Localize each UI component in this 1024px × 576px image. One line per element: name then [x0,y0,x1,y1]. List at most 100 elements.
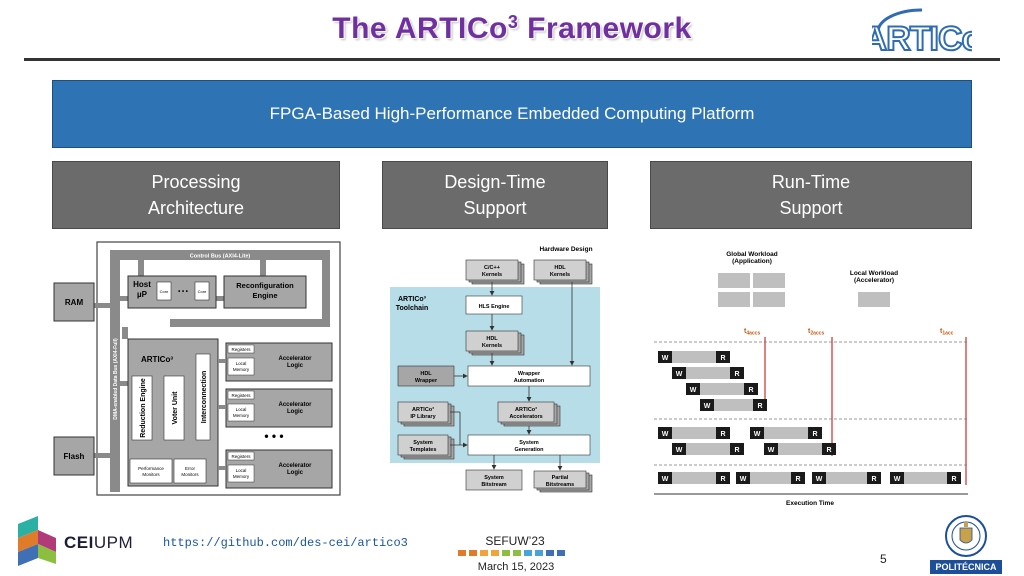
compute-bar [686,443,730,455]
bus-link [322,260,330,320]
read-box [791,472,805,484]
local-memory-label: Memory [233,413,250,418]
conference-name: SEFUW’23 [485,534,545,548]
hdl-kernels-block [465,330,519,352]
read-box [716,351,730,363]
schedule-row: W R W R W R W R [658,472,961,484]
time-marker-label: t2accs [808,328,824,337]
pillar-label: Support [779,198,843,218]
voter-unit-block [163,375,185,441]
core-ellipsis: • • • [178,289,188,295]
local-memory-label: Local [236,407,247,412]
workload-item [718,273,750,288]
local-memory-block [227,357,255,376]
error-monitors-block [173,458,207,484]
accelerators-block [497,401,555,423]
core-label: Core [160,289,169,294]
bus-link [92,453,110,458]
compute-bar [714,399,758,411]
registers-label: Registers [231,454,251,459]
schedule-row: W R [700,399,767,411]
write-label: W [740,476,747,483]
slot-ellipsis: • • • [264,429,283,443]
local-memory-label: Local [236,361,247,366]
time-marker-4accs: t4accs [744,328,766,407]
bus-link [216,296,224,301]
color-square [524,550,532,556]
local-memory-block [227,403,255,422]
time-marker-label: t1acc [940,328,954,337]
read-box [730,443,744,455]
pillar-label: Run-Time [771,172,851,192]
write-label: W [662,476,669,483]
system-generation-block [467,434,591,456]
conference-color-squares [458,550,565,556]
color-square [458,550,466,556]
hls-engine-block [465,295,523,315]
cpp-kernels-label: Kernels [482,272,502,278]
reduction-engine-label: Reduction Engine [140,378,147,438]
error-monitors-label: Error [185,466,196,471]
hdl-kernels-block [533,259,587,281]
compute-bar [672,427,716,439]
write-box [750,427,764,439]
write-box [700,399,714,411]
write-label: W [662,355,669,362]
accelerator-logic-label: Accelerator [278,356,312,362]
slot-link [218,466,226,470]
hdl-kernels-label: HDL [486,336,498,342]
accelerator-logic-label: Logic [287,363,304,369]
read-label: R [720,431,725,438]
artico3-label: ARTICo³ [141,355,173,364]
read-label: R [720,355,725,362]
write-label: W [754,431,761,438]
processing-architecture-diagram: Control Bus (AXI4-Lite) DMA-enabled Data… [53,241,341,496]
compute-bar [764,427,808,439]
compute-bar [686,367,730,379]
pillar-design-time-support: Design-Time Support [382,161,608,229]
accelerator-logic-label: Logic [287,470,304,476]
schedule-row: W R W R [658,427,822,439]
color-square [480,550,488,556]
read-label: R [720,476,725,483]
accelerators-label: ARTICo³ [515,406,537,413]
system-templates-label: Templates [410,447,437,453]
system-generation-label: System [519,440,539,446]
ip-library-label: ARTICo³ [412,406,434,413]
read-box [716,472,730,484]
flash-block [53,436,95,476]
bus-link [120,381,130,386]
cei-upm-logo [18,516,56,566]
bus-link [120,296,128,301]
wrapper-automation-label: Automation [514,378,545,384]
compute-bar [826,472,867,484]
local-memory-label: Memory [233,367,250,372]
read-label: R [826,447,831,454]
host-label: Host [133,280,151,289]
hardware-design-label: Hardware Design [539,246,592,253]
global-workload-grid [718,273,785,307]
time-marker-label: t4accs [744,328,760,337]
cei-upm-wordmark: CEIUPM [64,533,134,552]
write-label: W [662,431,669,438]
system-bitstream-block [465,469,523,491]
control-bus [110,250,330,260]
registers-block [227,390,255,400]
hdl-wrapper-label: HDL [420,371,432,377]
write-box [736,472,750,484]
conference-date: March 15, 2023 [477,561,555,573]
read-label: R [734,371,739,378]
runtime-scheduling-diagram: Global Workload (Application) Local Work… [654,251,968,507]
accelerator-logic-label: Logic [287,409,304,415]
local-memory-block [227,464,255,483]
toolchain-diagram: Hardware Design ARTICo³ Toolchain C/C++ … [390,246,600,493]
github-link[interactable]: https://github.com/des-cei/artico3 [163,536,408,550]
write-box [658,427,672,439]
write-box [812,472,826,484]
pillar-label: Processing [151,172,241,192]
read-box [730,367,744,379]
write-box [764,443,778,455]
global-workload-label: (Application) [732,258,772,265]
write-box [658,472,672,484]
ram-label: RAM [65,298,84,307]
